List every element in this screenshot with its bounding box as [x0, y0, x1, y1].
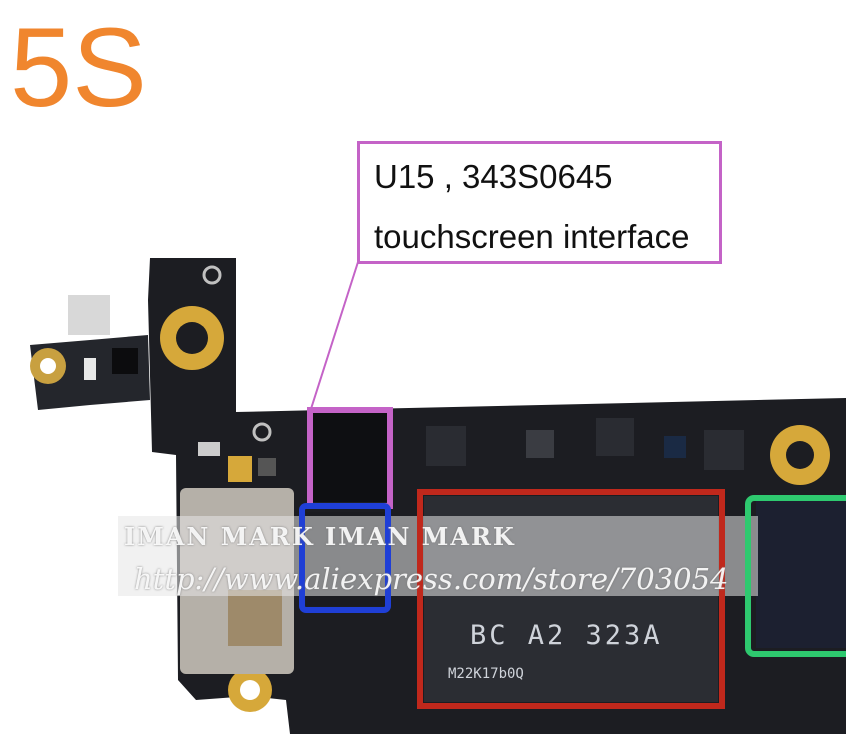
callout-box: U15 , 343S0645 touchscreen interface	[357, 141, 722, 264]
callout-description: touchscreen interface	[374, 218, 690, 255]
callout-leader	[309, 261, 359, 413]
memory-chip-code: M22K17b0Q	[448, 666, 524, 682]
watermark-name: IMAN MARK IMAN MARK	[124, 522, 516, 551]
red-highlight-box	[417, 489, 725, 709]
memory-chip-marking: BC A2 323A	[470, 620, 663, 651]
callout-part-number: U15 , 343S0645	[374, 158, 613, 195]
metal-tab	[68, 295, 110, 335]
model-title: 5S	[10, 5, 147, 130]
watermark-url: http://www.aliexpress.com/store/703054	[134, 562, 729, 596]
green-highlight-box	[745, 495, 846, 657]
u15-chip	[312, 412, 388, 502]
watermark-band	[118, 516, 758, 596]
blue-highlight-box	[299, 503, 391, 613]
